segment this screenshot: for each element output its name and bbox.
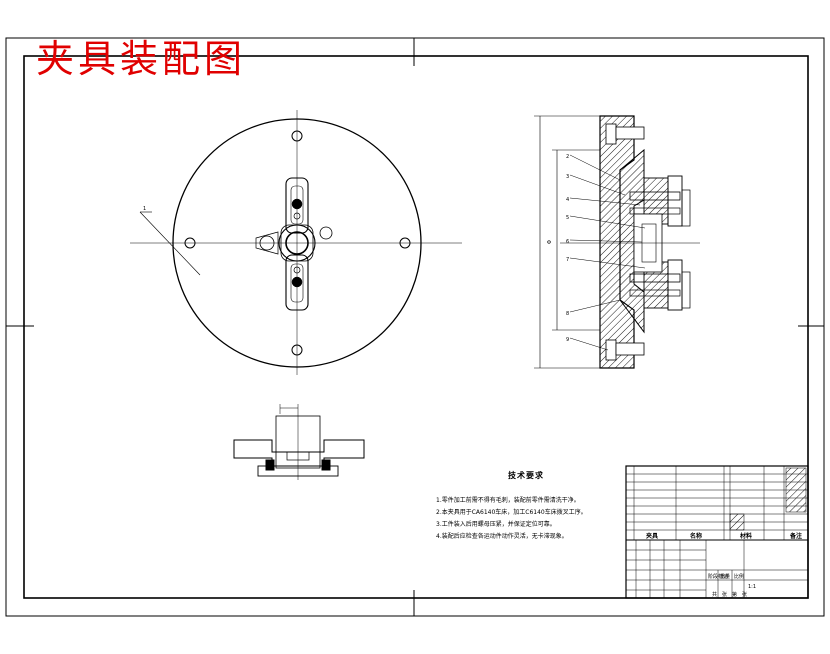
- leader-label-6: 6: [566, 239, 569, 245]
- tb-stage-mark: 阶段标记: [708, 573, 728, 580]
- mounting-holes: [184, 130, 411, 356]
- inner-frame: [23, 55, 809, 599]
- side-section-view: [534, 115, 700, 369]
- tb-footer-3: 第: [732, 591, 737, 598]
- centering-marks: [6, 38, 824, 616]
- tb-header-cell-2: 名称: [690, 532, 702, 540]
- tb-weight: 重量: [720, 573, 730, 580]
- tb-footer-2: 张: [722, 591, 727, 598]
- leader-label-7: 7: [566, 257, 569, 263]
- center-lines: [130, 110, 462, 375]
- outer-border: [5, 37, 825, 617]
- side-leader-labels: 2 3 4 5 6 7 8 9 Φ: [547, 154, 569, 343]
- technical-note-3: 3.工件装入后用螺母压紧，并保证定位可靠。: [436, 521, 556, 528]
- tb-scale-label: 比例: [734, 573, 744, 580]
- diameter-dimension: Φ: [547, 240, 553, 244]
- technical-note-4: 4.装配后应检查各运动件动作灵活，无卡滞现象。: [436, 533, 568, 540]
- technical-note-2: 2.本夹具用于CA6140车床，加工C6140车床拨叉工序。: [436, 509, 587, 516]
- tb-header-cell-4: 备注: [789, 532, 802, 540]
- leader-label-4: 4: [566, 197, 569, 203]
- tb-footer-1: 共: [712, 591, 717, 598]
- tb-footer-4: 张: [742, 591, 747, 598]
- leader-part-1: [139, 211, 201, 276]
- center-hub-bore: [285, 231, 309, 255]
- technical-notes-heading: 技术要求: [508, 471, 544, 480]
- tb-header-cell-3: 材料: [739, 532, 752, 540]
- tb-header-cell-1: 夹具: [646, 532, 658, 540]
- upper-clamp-arm: [285, 177, 309, 234]
- front-view: [130, 110, 462, 375]
- technical-note-1: 1.零件加工前需不得有毛刺，装配前零件需清洗干净。: [436, 497, 580, 504]
- partial-section-view: [233, 404, 365, 480]
- leader-label-8: 8: [566, 311, 569, 317]
- technical-notes: 技术要求 1.零件加工前需不得有毛刺，装配前零件需清洗干净。 2.本夹具用于CA…: [436, 470, 616, 543]
- tb-scale-value: 1:1: [748, 584, 756, 590]
- leader-label-1: 1: [143, 206, 146, 212]
- leader-label-3: 3: [566, 174, 569, 180]
- lower-clamp-arm: [285, 254, 309, 311]
- title-block-text: 夹具 名称 材料 备注 阶段标记 重量 比例 1:1 共 张 第 张: [646, 532, 802, 598]
- leader-label-9: 9: [566, 337, 569, 343]
- title-block: [625, 465, 809, 599]
- leader-label-5: 5: [566, 215, 569, 221]
- drawing-title: 夹具装配图: [36, 37, 247, 81]
- leader-label-2: 2: [566, 154, 569, 160]
